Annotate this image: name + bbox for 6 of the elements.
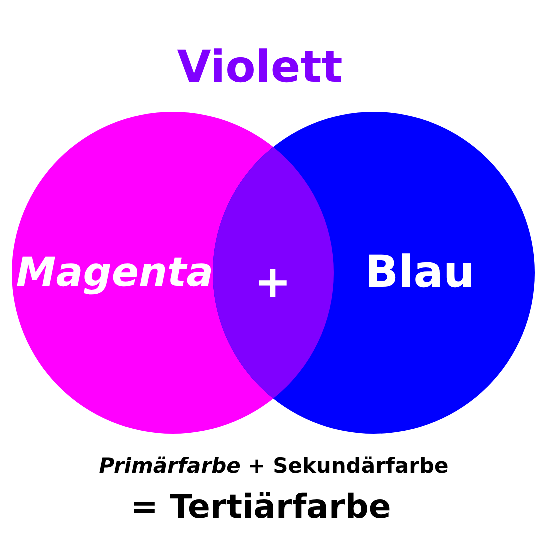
circle-label: Magenta: [16, 253, 214, 293]
circle-label: Blau: [365, 251, 475, 295]
result-line: = Tertiärfarbe: [130, 486, 392, 528]
formula-line: Primärfarbe + Sekundärfarbe: [99, 453, 449, 480]
plus-sign: +: [254, 261, 292, 305]
title: Violett: [176, 41, 344, 95]
